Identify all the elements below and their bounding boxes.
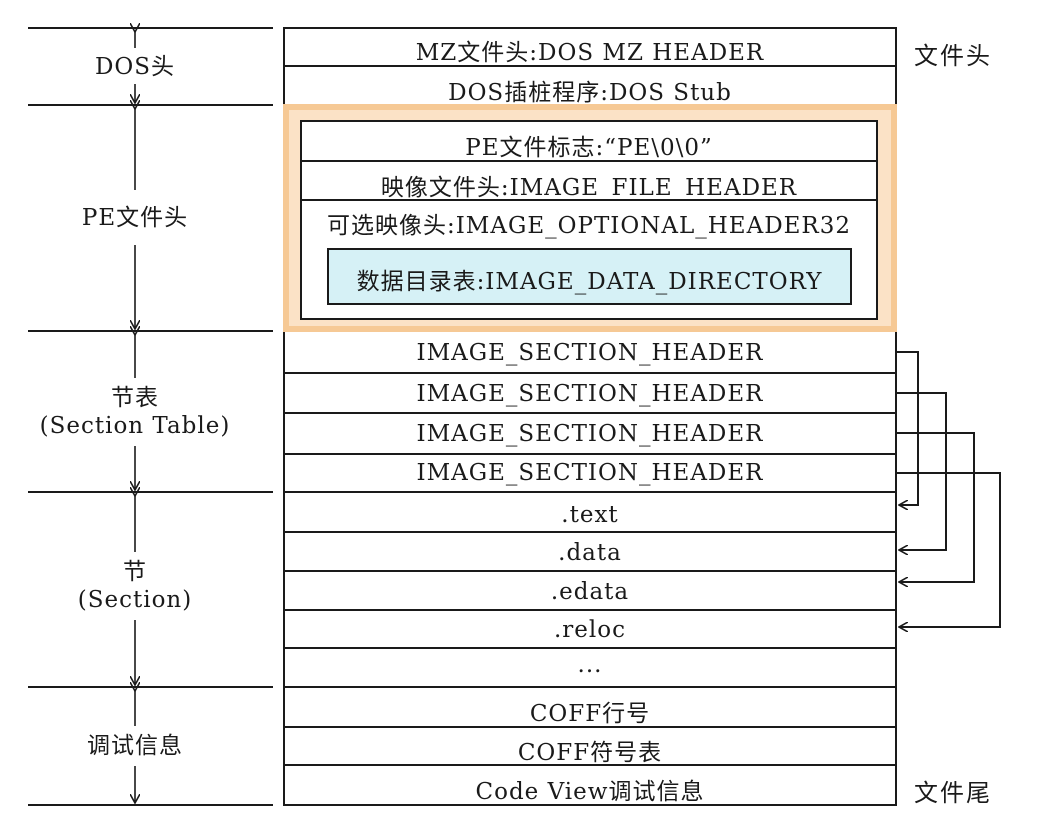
row-section-reloc: .reloc [553, 617, 626, 643]
row-codeview-debug: Code View调试信息 [475, 779, 705, 805]
main-row-separators [284, 65, 896, 766]
data-directory-box [327, 248, 852, 305]
row-optional-header: 可选映像头:IMAGE_OPTIONAL_HEADER32 [326, 213, 852, 239]
row-section-header-4: IMAGE_SECTION_HEADER [416, 460, 764, 486]
label-section-table: 节表 (Section Table) [39, 385, 231, 439]
label-sections: 节 (Section) [77, 559, 193, 613]
row-pe-signature: PE文件标志:“PE\0\0” [465, 135, 713, 161]
row-section-ellipsis: ... [577, 652, 603, 678]
main-column-border [283, 27, 897, 806]
left-separators [28, 27, 273, 806]
row-section-header-3: IMAGE_SECTION_HEADER [416, 421, 764, 447]
row-data-directory: 数据目录表:IMAGE_DATA_DIRECTORY [356, 269, 823, 295]
row-section-header-1: IMAGE_SECTION_HEADER [416, 340, 764, 366]
label-pe-header: PE文件头 [81, 205, 189, 231]
row-dos-stub: DOS插桩程序:DOS Stub [448, 80, 732, 106]
section-link-arrows [896, 351, 1001, 627]
label-file-head: 文件头 [914, 42, 992, 70]
row-coff-symbol-table: COFF符号表 [517, 740, 663, 766]
label-file-tail: 文件尾 [914, 779, 992, 807]
row-coff-line-numbers: COFF行号 [529, 701, 651, 727]
row-section-edata: .edata [550, 579, 630, 605]
row-section-data: .data [558, 540, 622, 566]
label-dos-header: DOS头 [94, 54, 176, 80]
row-mz-header: MZ文件头:DOS MZ HEADER [415, 40, 765, 66]
row-section-text: .text [561, 502, 619, 528]
row-image-file-header: 映像文件头:IMAGE_FILE_HEADER [380, 175, 798, 201]
label-debug-info: 调试信息 [87, 733, 183, 759]
row-section-header-2: IMAGE_SECTION_HEADER [416, 381, 764, 407]
